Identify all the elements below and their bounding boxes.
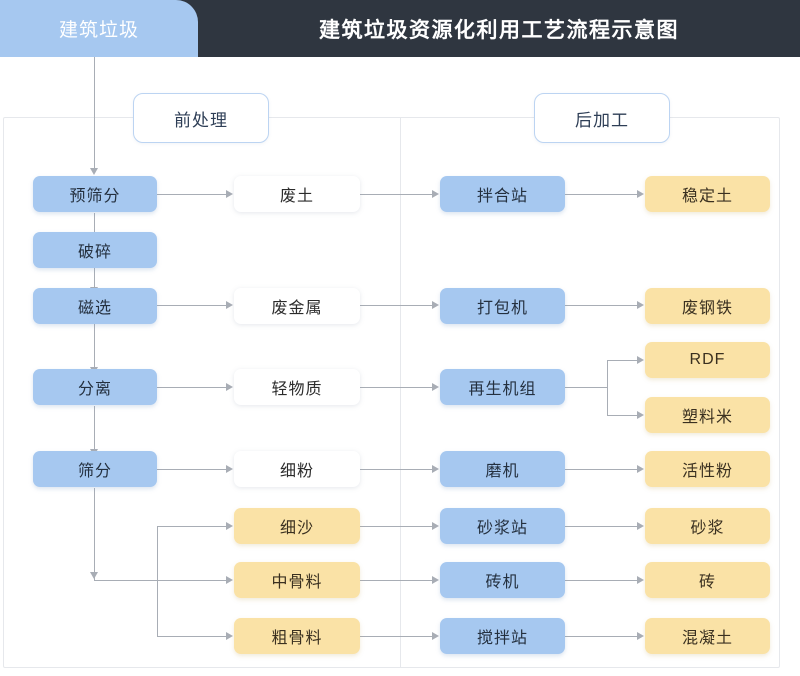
- connector-baler-to-scrapsteel: [565, 305, 638, 306]
- arrowhead-tab-to-prescreen: [90, 168, 98, 175]
- arrowhead-prescreen-to-wastesoil: [226, 190, 233, 198]
- page-title: 建筑垃圾资源化利用工艺流程示意图: [319, 18, 679, 42]
- node-fine-sand[interactable]: 细沙: [234, 508, 360, 544]
- node-medium-aggregate[interactable]: 中骨料: [234, 562, 360, 598]
- node-grinder[interactable]: 磨机: [440, 451, 565, 487]
- node-active-powder[interactable]: 活性粉: [645, 451, 770, 487]
- node-mortar[interactable]: 砂浆: [645, 508, 770, 544]
- arrowhead-concretestation-to-concrete: [637, 632, 644, 640]
- connector-magnetic-to-separate: [94, 324, 95, 368]
- connector-trunk-to-coarseaggregate: [157, 636, 227, 637]
- arrowhead-mixingstation-to-stabilizedsoil: [637, 190, 644, 198]
- connector-sieve-to-finepowder: [157, 469, 227, 470]
- connector-mediumaggregate-to-brickmachine: [360, 580, 433, 581]
- section-label-postprocessing: 后加工: [534, 93, 670, 143]
- arrowhead-grinder-to-activepowder: [637, 465, 644, 473]
- arrowhead-trunk-to-coarseaggregate: [226, 632, 233, 640]
- stage-divider: [400, 117, 401, 668]
- node-waste-soil[interactable]: 废土: [234, 176, 360, 212]
- arrowhead-separate-to-lightmaterial: [226, 383, 233, 391]
- connector-prescreen-to-wastesoil: [157, 194, 227, 195]
- connector-sieve-to-trunk: [94, 580, 158, 581]
- connector-finesand-to-mortarstation: [360, 526, 433, 527]
- connector-finepowder-to-grinder: [360, 469, 433, 470]
- header-tab: 建筑垃圾: [0, 0, 198, 57]
- arrowhead-mortarstation-to-mortar: [637, 522, 644, 530]
- connector-prescreen-to-crush: [94, 213, 95, 233]
- node-concrete[interactable]: 混凝土: [645, 618, 770, 654]
- node-mixing-station[interactable]: 拌合站: [440, 176, 565, 212]
- arrowhead-brickmachine-to-brick: [637, 576, 644, 584]
- connector-regenunit-stem: [565, 387, 608, 388]
- arrowhead-sieve-down: [90, 572, 98, 579]
- node-pre-screen[interactable]: 预筛分: [33, 176, 157, 212]
- arrowhead-trunk-to-mediumaggregate: [226, 576, 233, 584]
- arrowhead-finesand-to-mortarstation: [432, 522, 439, 530]
- arrowhead-wastesoil-to-mixingstation: [432, 190, 439, 198]
- arrowhead-finepowder-to-grinder: [432, 465, 439, 473]
- section-label-pretreatment: 前处理: [133, 93, 269, 143]
- node-concrete-station[interactable]: 搅拌站: [440, 618, 565, 654]
- arrowhead-lightmaterial-to-regenunit: [432, 383, 439, 391]
- connector-separate-to-sieve: [94, 406, 95, 450]
- node-mortar-station[interactable]: 砂浆站: [440, 508, 565, 544]
- connector-mortarstation-to-mortar: [565, 526, 638, 527]
- node-separate[interactable]: 分离: [33, 369, 157, 405]
- node-crush[interactable]: 破碎: [33, 232, 157, 268]
- arrowhead-wastemetal-to-baler: [432, 301, 439, 309]
- node-baler[interactable]: 打包机: [440, 288, 565, 324]
- arrowhead-mediumaggregate-to-brickmachine: [432, 576, 439, 584]
- connector-tab-to-prescreen: [94, 57, 95, 169]
- connector-mixingstation-to-stabilizedsoil: [565, 194, 638, 195]
- node-waste-metal[interactable]: 废金属: [234, 288, 360, 324]
- node-stabilized-soil[interactable]: 稳定土: [645, 176, 770, 212]
- arrowhead-baler-to-scrapsteel: [637, 301, 644, 309]
- connector-brickmachine-to-brick: [565, 580, 638, 581]
- node-rdf[interactable]: RDF: [645, 342, 770, 378]
- connector-coarseaggregate-to-concretestation: [360, 636, 433, 637]
- node-coarse-aggregate[interactable]: 粗骨料: [234, 618, 360, 654]
- connector-crush-to-magnetic: [94, 268, 95, 288]
- arrowhead-regenunit-to-rdf: [637, 356, 644, 364]
- node-sieve[interactable]: 筛分: [33, 451, 157, 487]
- arrowhead-coarseaggregate-to-concretestation: [432, 632, 439, 640]
- node-brick-machine[interactable]: 砖机: [440, 562, 565, 598]
- arrowhead-magnetic-to-wastemetal: [226, 301, 233, 309]
- connector-regenunit-to-plasticpellet: [607, 415, 638, 416]
- connector-lightmaterial-to-regenunit: [360, 387, 433, 388]
- node-light-material[interactable]: 轻物质: [234, 369, 360, 405]
- connector-magnetic-to-wastemetal: [157, 305, 227, 306]
- connector-trunk-to-mediumaggregate: [157, 580, 227, 581]
- connector-wastemetal-to-baler: [360, 305, 433, 306]
- arrowhead-regenunit-to-plasticpellet: [637, 411, 644, 419]
- connector-aggregate-trunk: [157, 526, 158, 636]
- connector-regenunit-to-rdf: [607, 360, 638, 361]
- connector-wastesoil-to-mixingstation: [360, 194, 433, 195]
- node-regen-unit[interactable]: 再生机组: [440, 369, 565, 405]
- diagram-panel: [3, 117, 780, 668]
- connector-trunk-to-finesand: [157, 526, 227, 527]
- node-magnetic[interactable]: 磁选: [33, 288, 157, 324]
- connector-concretestation-to-concrete: [565, 636, 638, 637]
- node-plastic-pellet[interactable]: 塑料米: [645, 397, 770, 433]
- node-brick[interactable]: 砖: [645, 562, 770, 598]
- connector-regenunit-branch-trunk: [607, 360, 608, 415]
- arrowhead-trunk-to-finesand: [226, 522, 233, 530]
- node-fine-powder[interactable]: 细粉: [234, 451, 360, 487]
- connector-sieve-down: [94, 488, 95, 580]
- node-scrap-steel[interactable]: 废钢铁: [645, 288, 770, 324]
- connector-grinder-to-activepowder: [565, 469, 638, 470]
- arrowhead-sieve-to-finepowder: [226, 465, 233, 473]
- connector-separate-to-lightmaterial: [157, 387, 227, 388]
